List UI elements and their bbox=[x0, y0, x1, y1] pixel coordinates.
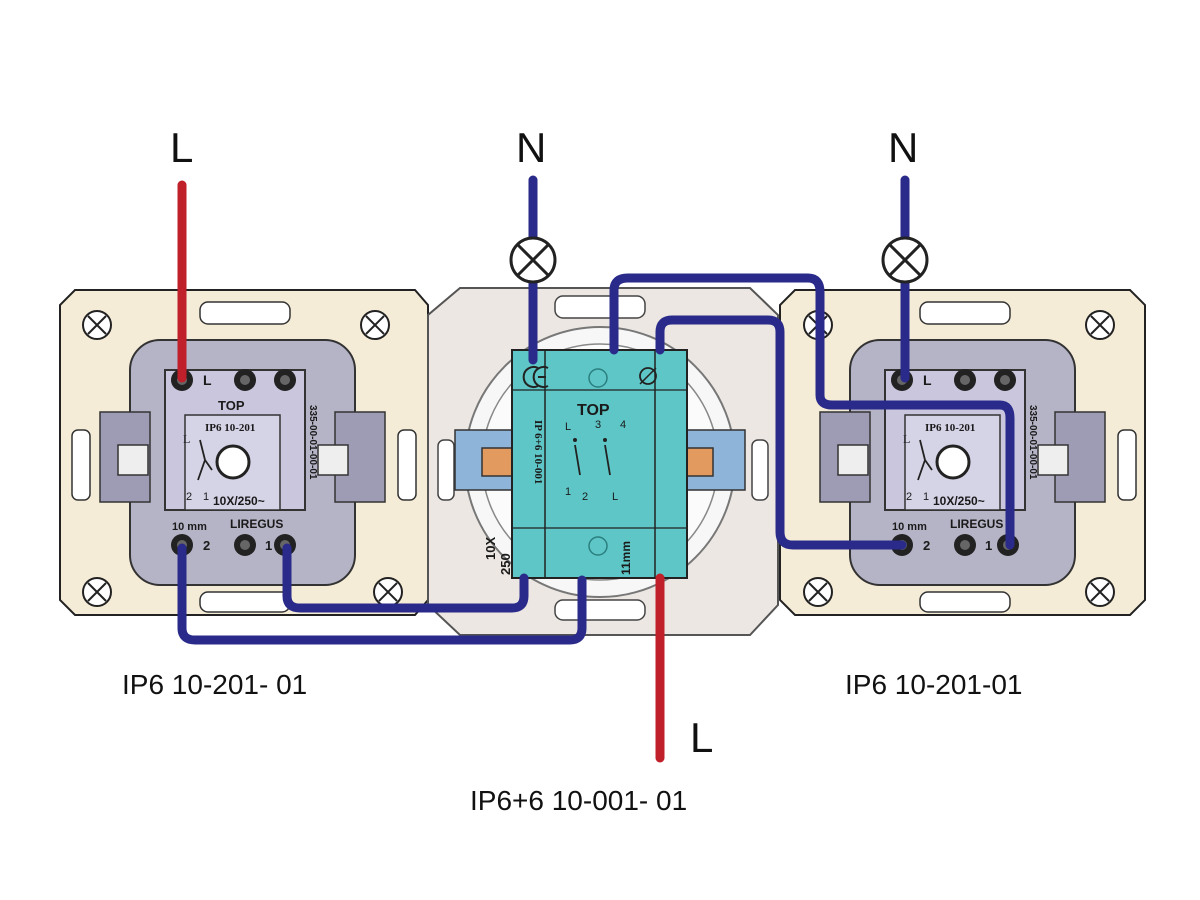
line-label-left: L bbox=[170, 124, 193, 171]
brand-marking: LIREGUS bbox=[230, 517, 283, 531]
right-switch-caption: IP6 10-201-01 bbox=[845, 669, 1022, 700]
strip-length-marking: 11mm bbox=[619, 541, 633, 575]
terminal-1-label: 1 bbox=[265, 538, 272, 553]
pin-mark: L bbox=[612, 491, 618, 503]
pin-mark: 1 bbox=[565, 486, 571, 498]
rating-marking: 10X/250~ bbox=[933, 494, 985, 508]
lamp-icon bbox=[509, 236, 557, 284]
rating-b-marking: 250 bbox=[498, 553, 513, 575]
right-switch: L IP6 10-201 L 2 1 10X/250~ 10 mm LIREGU… bbox=[819, 339, 1106, 586]
terminal-screw bbox=[954, 369, 976, 391]
center-switch-caption: IP6+6 10-001- 01 bbox=[470, 785, 687, 816]
neutral-label-right: N bbox=[888, 124, 918, 171]
screw-icon bbox=[82, 577, 112, 607]
top-marking: TOP bbox=[577, 402, 610, 419]
rating-a-marking: 10X bbox=[483, 537, 498, 560]
line-label-bottom: L bbox=[690, 714, 713, 761]
model-marking: IP6 10-201 bbox=[205, 422, 255, 434]
switch-l-mark: L bbox=[183, 432, 190, 446]
left-switch-caption: IP6 10-201- 01 bbox=[122, 669, 307, 700]
center-double-switch: TOP IP 6+6 10-001 L 3 4 1 2 L 10X 250 11… bbox=[454, 349, 746, 579]
top-marking: TOP bbox=[218, 398, 245, 413]
terminal-2-label: 2 bbox=[203, 538, 210, 553]
side-code-marking: 335-00-01-00-01 bbox=[1027, 405, 1038, 480]
screw-icon bbox=[373, 577, 403, 607]
model-marking: IP 6+6 10-001 bbox=[532, 420, 544, 484]
pin-1-mark: 1 bbox=[923, 491, 929, 503]
switch-l-mark: L bbox=[903, 432, 910, 446]
terminal-1-label: 1 bbox=[985, 538, 992, 553]
terminal-screw bbox=[954, 534, 976, 556]
left-switch: L TOP IP6 10-201 L 2 1 10X/250~ 10 mm LI… bbox=[99, 339, 386, 586]
pin-2-mark: 2 bbox=[186, 491, 192, 503]
screw-icon bbox=[1085, 310, 1115, 340]
brand-marking: LIREGUS bbox=[950, 517, 1003, 531]
strip-length-marking: 10 mm bbox=[172, 521, 207, 533]
ce-mark-icon bbox=[522, 366, 549, 388]
side-code-marking: 335-00-01-00-01 bbox=[307, 405, 318, 480]
lamp-icon bbox=[881, 236, 929, 284]
terminal-screw bbox=[234, 369, 256, 391]
pin-mark: 3 bbox=[595, 419, 601, 431]
terminal-2-label: 2 bbox=[923, 538, 930, 553]
terminal-l-label: L bbox=[923, 372, 932, 388]
neutral-label-center: N bbox=[516, 124, 546, 171]
pin-mark: 2 bbox=[582, 491, 588, 503]
live-wires bbox=[177, 180, 665, 763]
pin-1-mark: 1 bbox=[203, 491, 209, 503]
pin-2-mark: 2 bbox=[906, 491, 912, 503]
model-marking: IP6 10-201 bbox=[925, 422, 975, 434]
switched-wires bbox=[177, 175, 1015, 645]
pin-mark: L bbox=[565, 421, 571, 433]
bulb-warning-icon bbox=[639, 367, 657, 385]
pin-mark: 4 bbox=[620, 419, 626, 431]
screw-icon bbox=[360, 310, 390, 340]
terminal-screw bbox=[994, 369, 1016, 391]
rating-marking: 10X/250~ bbox=[213, 494, 265, 508]
terminal-screw bbox=[234, 534, 256, 556]
screw-icon bbox=[803, 577, 833, 607]
terminal-l-label: L bbox=[203, 372, 212, 388]
strip-length-marking: 10 mm bbox=[892, 521, 927, 533]
terminal-screw bbox=[274, 369, 296, 391]
screw-icon bbox=[1085, 577, 1115, 607]
screw-icon bbox=[82, 310, 112, 340]
